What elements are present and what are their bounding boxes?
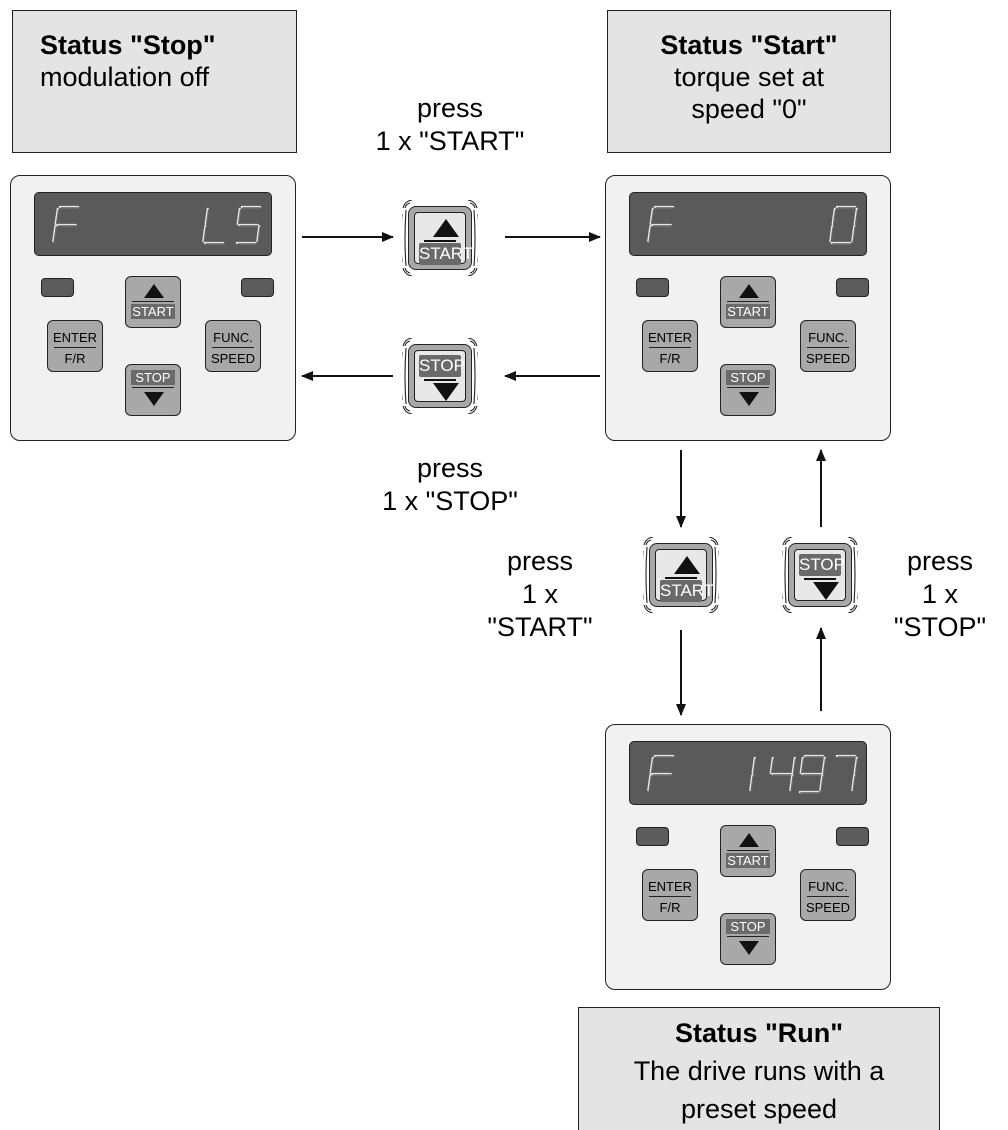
up-arrow-icon [144, 284, 164, 298]
stop-key-pressed-mid[interactable]: STOP [402, 338, 478, 414]
speed-label: SPEED [805, 900, 851, 915]
down-arrow-icon [144, 392, 164, 406]
press-stop-label-mid: press 1 x "STOP" [330, 452, 570, 518]
status-led-right [241, 278, 274, 297]
start-key[interactable]: START [125, 276, 181, 328]
speed-label: SPEED [210, 351, 256, 366]
status-start-title: Status "Start" [660, 30, 838, 60]
func-speed-key[interactable]: FUNC. SPEED [800, 320, 856, 372]
seven-seg-display [629, 741, 867, 805]
status-stop-title: Status "Stop" [40, 30, 216, 60]
seven-seg-digits [52, 205, 262, 245]
press-word: press [416, 453, 484, 483]
start-label: START [660, 580, 715, 602]
press-count: 1 x "START" [375, 126, 525, 156]
press-count: 1 x [521, 579, 559, 609]
press-key: "START" [487, 612, 593, 642]
func-label: FUNC. [213, 330, 253, 345]
status-led-right [836, 827, 869, 846]
status-stop-desc: modulation off [40, 62, 210, 92]
stop-key[interactable]: STOP [125, 364, 181, 416]
press-count: 1 x "STOP" [382, 486, 518, 516]
status-run-desc2: preset speed [680, 1094, 838, 1124]
status-led-right [836, 278, 869, 297]
start-key-label: START [726, 304, 770, 319]
up-arrow-icon [674, 556, 700, 574]
fr-label: F/R [659, 351, 681, 366]
vibration-marks-icon [402, 200, 478, 276]
stop-key-label: STOP [726, 919, 770, 934]
start-key[interactable]: START [720, 825, 776, 877]
start-key-label: START [726, 853, 770, 868]
status-start-desc2: speed "0" [691, 94, 807, 124]
speed-label: SPEED [805, 351, 851, 366]
status-run-desc1: The drive runs with a [633, 1056, 885, 1086]
fr-label: F/R [64, 351, 86, 366]
keypad-panel-start: START ENTER F/R FUNC. SPEED STOP [605, 175, 891, 441]
func-label: FUNC. [808, 330, 848, 345]
status-led-left [636, 278, 669, 297]
stop-label: STOP [799, 554, 845, 576]
press-word: press [416, 93, 484, 123]
start-key-pressed-top[interactable]: START [402, 200, 478, 276]
status-led-left [636, 827, 669, 846]
seven-seg-digits [647, 754, 858, 794]
status-run-title: Status "Run" [674, 1018, 844, 1048]
vibration-marks-icon [402, 338, 478, 414]
press-key: "STOP" [893, 612, 987, 642]
down-arrow-icon [813, 582, 839, 600]
press-stop-label-right: press 1 x "STOP" [870, 545, 1008, 644]
down-arrow-icon [739, 941, 759, 955]
enter-fr-key[interactable]: ENTER F/R [47, 320, 103, 372]
status-stop-box: Status "Stop" modulation off [12, 10, 297, 153]
enter-fr-key[interactable]: ENTER F/R [642, 320, 698, 372]
enter-label: ENTER [647, 879, 693, 894]
enter-label: ENTER [647, 330, 693, 345]
func-speed-key[interactable]: FUNC. SPEED [205, 320, 261, 372]
stop-key-pressed-right[interactable]: STOP [782, 537, 858, 613]
stop-key-label: STOP [726, 370, 770, 385]
vibration-marks-icon [643, 537, 719, 613]
press-start-label-left: press 1 x "START" [470, 545, 610, 644]
down-arrow-icon [739, 392, 759, 406]
start-key-label: START [131, 304, 175, 319]
vibration-marks-icon [782, 537, 858, 613]
seven-seg-digits [647, 205, 858, 245]
start-key-pressed-left[interactable]: START [643, 537, 719, 613]
fr-label: F/R [659, 900, 681, 915]
seven-seg-display [34, 192, 272, 256]
func-label: FUNC. [808, 879, 848, 894]
up-arrow-icon [433, 219, 459, 237]
status-start-desc1: torque set at [673, 62, 825, 92]
func-speed-key[interactable]: FUNC. SPEED [800, 869, 856, 921]
seven-seg-display [629, 192, 867, 256]
enter-label: ENTER [52, 330, 98, 345]
up-arrow-icon [739, 833, 759, 847]
stop-key[interactable]: STOP [720, 364, 776, 416]
press-word: press [906, 546, 974, 576]
enter-fr-key[interactable]: ENTER F/R [642, 869, 698, 921]
press-count: 1 x [921, 579, 959, 609]
status-run-box: Status "Run" The drive runs with a prese… [578, 1007, 940, 1130]
press-word: press [506, 546, 574, 576]
keypad-panel-stop: START ENTER F/R FUNC. SPEED STOP [10, 175, 296, 441]
start-label: START [419, 243, 474, 265]
stop-key-label: STOP [131, 370, 175, 385]
stop-key[interactable]: STOP [720, 913, 776, 965]
keypad-panel-run: START ENTER F/R FUNC. SPEED STOP [605, 724, 891, 990]
status-led-left [41, 278, 74, 297]
status-start-box: Status "Start" torque set at speed "0" [607, 10, 891, 153]
up-arrow-icon [739, 284, 759, 298]
stop-label: STOP [419, 355, 465, 377]
down-arrow-icon [433, 383, 459, 401]
start-key[interactable]: START [720, 276, 776, 328]
press-start-label-top: press 1 x "START" [330, 92, 570, 158]
